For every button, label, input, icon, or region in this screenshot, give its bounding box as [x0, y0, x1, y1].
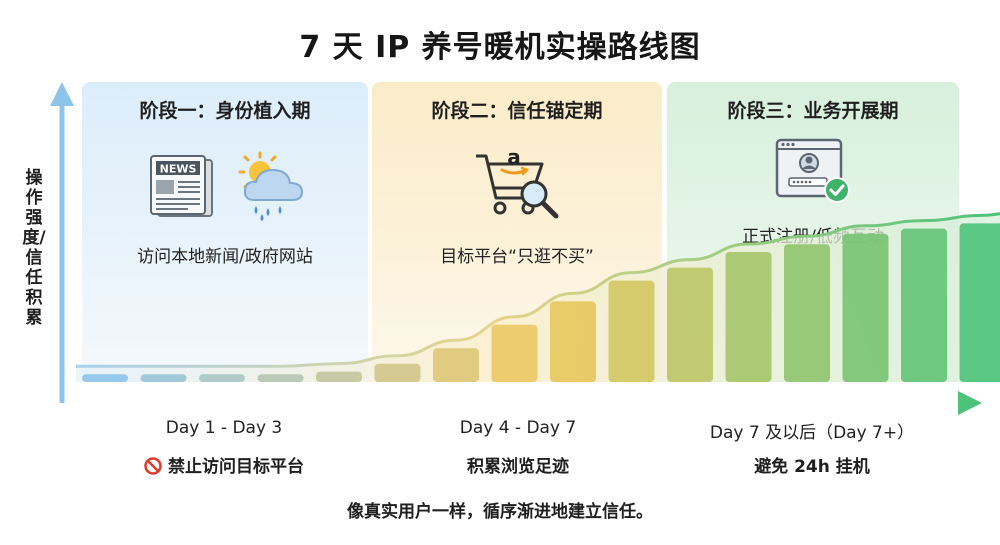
progress-bar-8: [491, 324, 538, 382]
progress-bar-7: [433, 348, 479, 382]
progress-bar-14: [842, 233, 889, 382]
timeline-label-day4-7: Day 4 - Day 7: [459, 418, 577, 438]
progress-bar-6: [374, 363, 421, 382]
progress-bar-13: [784, 244, 830, 382]
x-axis-arrow-icon: [958, 391, 982, 415]
y-axis-label: 操作强度/信任积累: [22, 168, 46, 328]
progress-bar-2: [140, 374, 187, 382]
timeline-note-day1-3: 禁止访问目标平台: [74, 452, 374, 477]
progress-bar-5: [316, 371, 362, 382]
timeline-note-day7plus: 避免 24h 挂机: [754, 457, 870, 477]
prohibited-icon: [144, 457, 162, 475]
progress-bar-10: [608, 280, 655, 382]
progress-bar-1: [82, 374, 128, 382]
page-title: 7 天 IP 养号暖机实操路线图: [299, 30, 701, 65]
timeline-note-day4-7: 积累浏览足迹: [467, 457, 569, 477]
progress-bar-4: [257, 374, 304, 382]
progress-bar-11: [667, 267, 713, 382]
footer-caption: 像真实用户一样，循序渐进地建立信任。: [347, 502, 653, 522]
progress-bar-16: [959, 223, 1000, 382]
timeline-label-day7plus: Day 7 及以后（Day 7+）: [709, 423, 915, 443]
y-axis-arrow-icon: [50, 82, 74, 106]
progress-bar-15: [901, 228, 947, 382]
progress-bar-3: [199, 374, 245, 382]
progress-bar-9: [550, 301, 596, 382]
progress-bar-12: [725, 252, 772, 382]
timeline-label-day1-3: Day 1 - Day 3: [165, 418, 283, 438]
trust-curve: [76, 212, 1000, 368]
timeline-note-text: 禁止访问目标平台: [168, 457, 304, 477]
